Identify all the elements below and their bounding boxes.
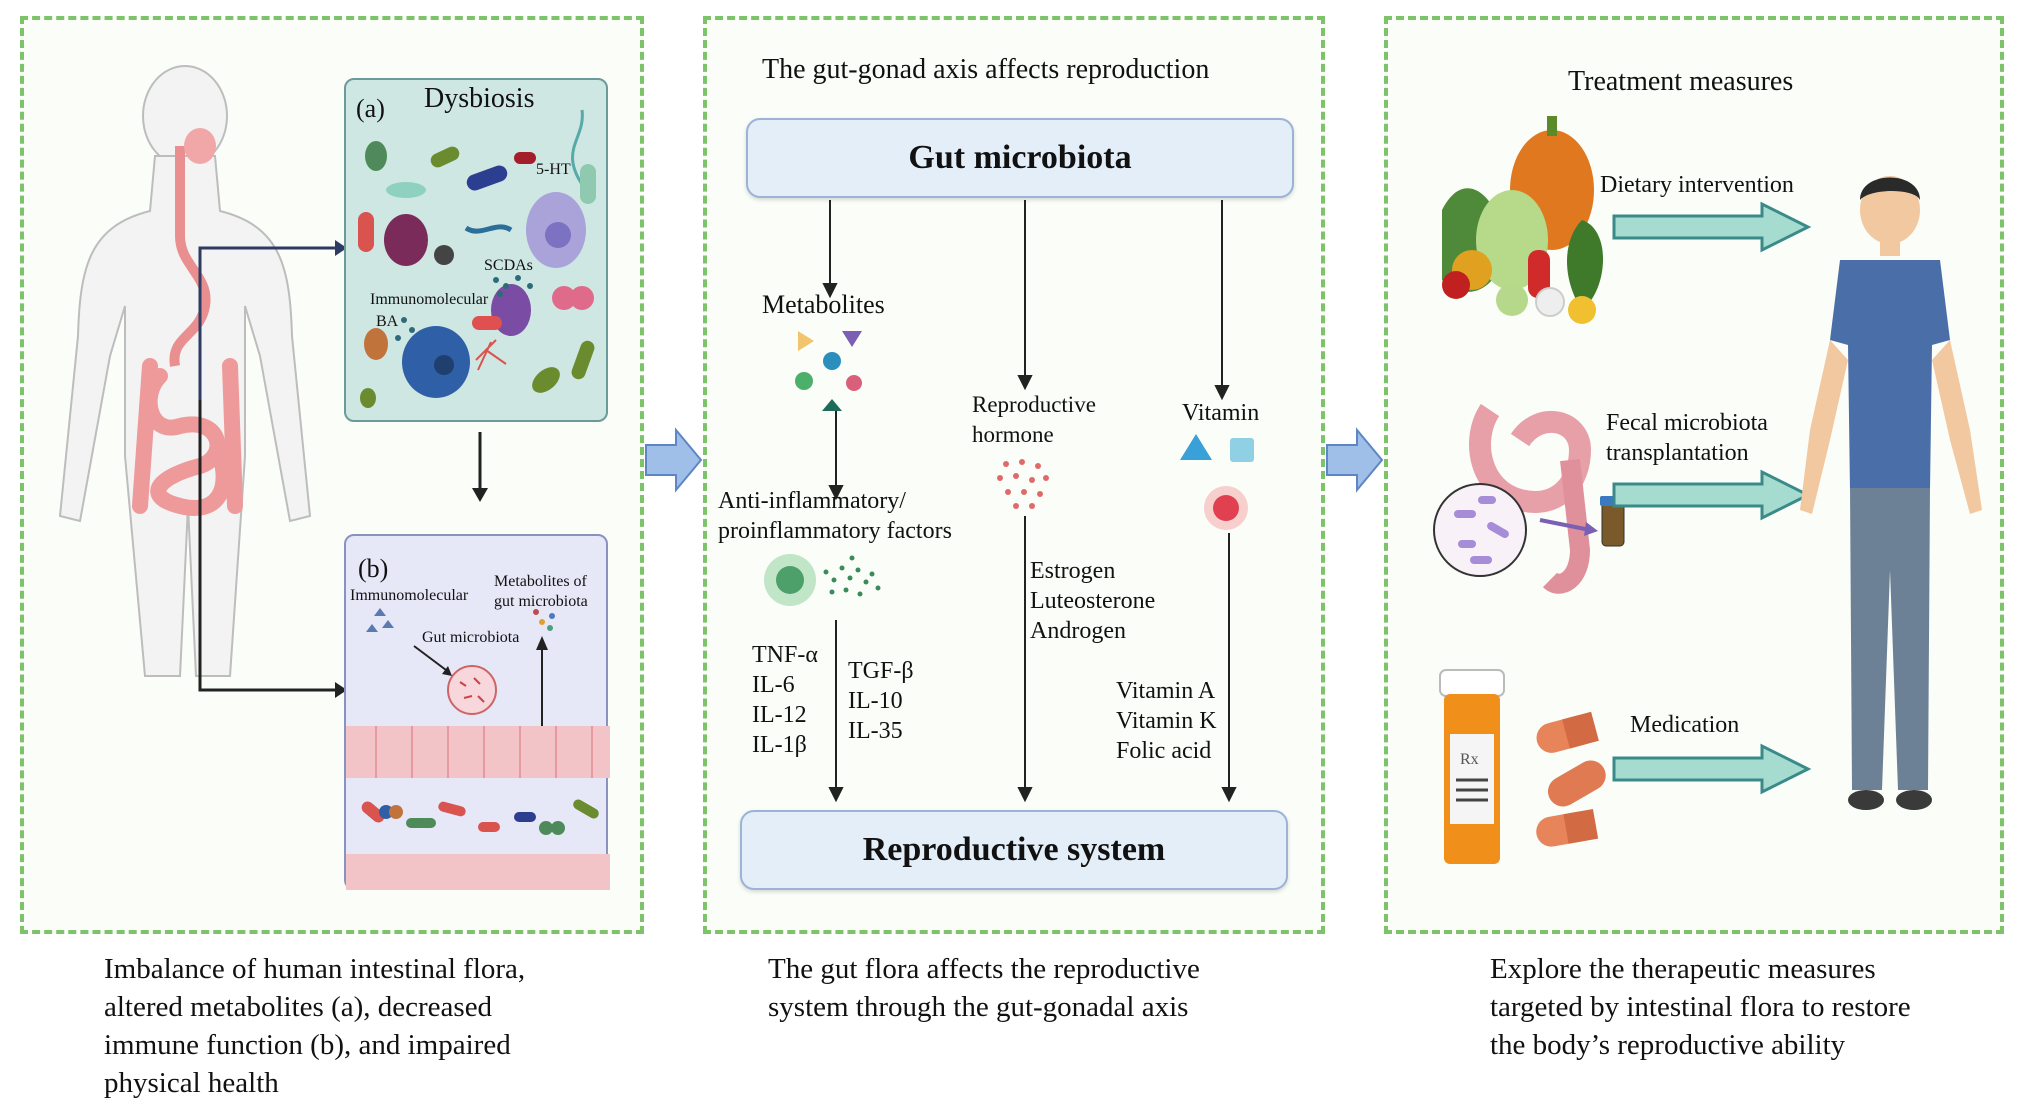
label-ba: BA: [376, 313, 399, 330]
middle-title: The gut-gonad axis affects reproduction: [762, 54, 1210, 85]
fecal-microbiota-transplantation-label: Fecal microbiota transplantation: [1606, 410, 1768, 466]
metabolites-label: Metabolites: [762, 290, 885, 319]
axis-arrows: [822, 200, 1237, 803]
label-scdas: SCDAs: [484, 257, 533, 274]
medication-label: Medication: [1630, 712, 1740, 738]
anti-inflammatory-factor-list: TGF-β IL-10 IL-35: [848, 658, 914, 744]
dietary-intervention-label: Dietary intervention: [1600, 172, 1794, 198]
medication-illustration: Rx: [1439, 669, 1606, 864]
vitamin-label: Vitamin: [1182, 400, 1260, 426]
b-immunomolecular-label: Immunomolecular: [350, 587, 469, 604]
vegetables-illustration: [1442, 116, 1604, 324]
immune-cell-icon: [764, 554, 881, 606]
immune-subpanel: (b) Immunomolecular Metabolites of gut m…: [344, 534, 610, 890]
medication-arrow: [1612, 743, 1812, 795]
dietary-arrow: [1612, 201, 1812, 253]
inflammatory-factors-label: Anti-inflammatory/ proinflammatory facto…: [718, 488, 952, 544]
right-caption: Explore the therapeutic measures targete…: [1490, 953, 1911, 1061]
hormone-dots: [997, 459, 1049, 509]
reproductive-system-box: Reproductive system: [740, 810, 1288, 890]
intestinal-wall-illustration: [346, 608, 610, 890]
a-to-b-arrow: [472, 432, 488, 502]
person-figure: [1800, 176, 1982, 810]
human-body-figure: [58, 65, 312, 677]
panel-arrow-1: [645, 427, 703, 493]
dysbiosis-subpanel: (a) Dysbiosis 5-HT SCDAs Immunomolecular…: [344, 78, 608, 422]
microbes-illustration: [358, 109, 596, 408]
b-gut-microbiota-label: Gut microbiota: [422, 629, 520, 646]
middle-caption: The gut flora affects the reproductive s…: [768, 953, 1200, 1023]
label-immunomolecular-a: Immunomolecular: [370, 291, 489, 308]
label-5ht: 5-HT: [536, 161, 571, 178]
metabolite-shapes: [795, 331, 862, 411]
dysbiosis-title: Dysbiosis: [424, 83, 535, 114]
fecal-arrow: [1612, 469, 1812, 521]
left-caption: Imbalance of human intestinal flora, alt…: [104, 953, 526, 1099]
gut-microbiota-box: Gut microbiota: [746, 118, 1294, 198]
reproductive-hormone-label: Reproductive hormone: [972, 392, 1096, 447]
b-metabolites-label: Metabolites of gut microbiota: [494, 573, 588, 610]
right-title: Treatment measures: [1568, 66, 1794, 97]
intestine-illustration: [1433, 403, 1626, 594]
hormone-list: Estrogen Luteosterone Androgen: [1030, 558, 1156, 644]
dysbiosis-tag: (a): [356, 94, 385, 123]
b-tag: (b): [358, 554, 389, 583]
body-to-immune-arrow: [198, 400, 347, 698]
vitamin-list: Vitamin A Vitamin K Folic acid: [1116, 678, 1217, 764]
panel-arrow-2: [1326, 427, 1384, 493]
proinflammatory-factor-list: TNF-α IL-6 IL-12 IL-1β: [752, 642, 818, 758]
rx-label: Rx: [1460, 751, 1479, 768]
vitamin-shapes: [1180, 434, 1254, 530]
